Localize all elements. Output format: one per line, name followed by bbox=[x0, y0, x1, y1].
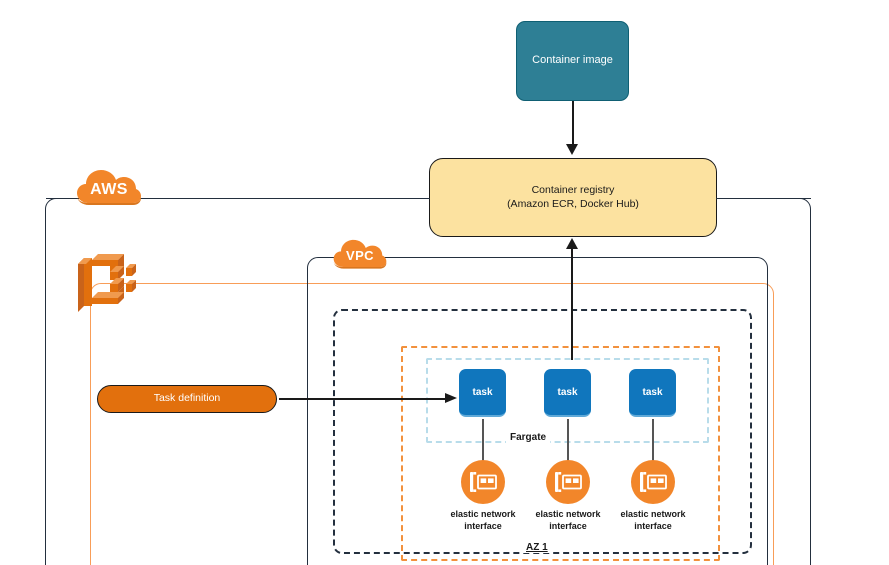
container-registry-line2: (Amazon ECR, Docker Hub) bbox=[507, 197, 639, 210]
task-label: task bbox=[472, 386, 493, 398]
availability-zone-boundary bbox=[333, 309, 752, 554]
network-interface-glyph bbox=[640, 472, 667, 492]
vpc-boundary bbox=[307, 257, 768, 565]
eni-label: elastic network interface bbox=[518, 509, 618, 532]
task-node[interactable]: task bbox=[629, 369, 676, 417]
network-interface-icon bbox=[546, 460, 590, 504]
eni-label: elastic network interface bbox=[433, 509, 533, 532]
task-to-registry-line bbox=[571, 248, 573, 360]
container-registry-node[interactable]: Container registry (Amazon ECR, Docker H… bbox=[429, 158, 717, 237]
task-definition-arrowhead bbox=[445, 393, 457, 403]
ecs-boundary bbox=[90, 283, 774, 565]
task-definition-label: Task definition bbox=[153, 392, 221, 405]
vpc-cloud-icon: VPC bbox=[332, 236, 388, 270]
network-interface-icon bbox=[631, 460, 675, 504]
eni-label-line1: elastic network bbox=[620, 509, 686, 519]
eni-label-line2: interface bbox=[549, 520, 587, 531]
task-to-eni-line bbox=[482, 419, 484, 463]
network-interface-icon bbox=[461, 460, 505, 504]
fargate-label: Fargate bbox=[506, 432, 551, 443]
vpc-label: VPC bbox=[346, 248, 374, 263]
task-to-registry-arrowhead bbox=[566, 238, 578, 249]
container-registry-line1: Container registry bbox=[531, 184, 615, 197]
elastic-network-interface-node[interactable]: elastic network interface bbox=[598, 460, 708, 532]
network-interface-glyph bbox=[470, 472, 497, 492]
container-image-node[interactable]: Container image bbox=[516, 21, 629, 101]
eni-label-line1: elastic network bbox=[450, 509, 516, 519]
image-to-registry-arrowhead bbox=[566, 144, 578, 155]
task-node[interactable]: task bbox=[544, 369, 591, 417]
eni-label-line2: interface bbox=[464, 520, 502, 531]
eni-label-line1: elastic network bbox=[535, 509, 601, 519]
aws-boundary-leader-right bbox=[716, 198, 811, 200]
container-image-label: Container image bbox=[532, 54, 613, 67]
task-node[interactable]: task bbox=[459, 369, 506, 417]
task-to-eni-line bbox=[652, 419, 654, 463]
aws-cloud-icon: AWS bbox=[75, 166, 143, 206]
aws-label: AWS bbox=[90, 180, 128, 198]
ecs-service-boundary bbox=[401, 346, 720, 561]
task-definition-arrow-line bbox=[279, 398, 447, 400]
task-definition-node[interactable]: Task definition bbox=[97, 385, 277, 413]
task-label: task bbox=[557, 386, 578, 398]
image-to-registry-line bbox=[572, 101, 574, 146]
task-label: task bbox=[642, 386, 663, 398]
elastic-network-interface-node[interactable]: elastic network interface bbox=[428, 460, 538, 532]
elastic-network-interface-node[interactable]: elastic network interface bbox=[513, 460, 623, 532]
network-interface-glyph bbox=[555, 472, 582, 492]
ecs-icon-shape bbox=[78, 254, 136, 312]
availability-zone-label: AZ 1 bbox=[522, 542, 552, 553]
eni-label-line2: interface bbox=[634, 520, 672, 531]
ecs-service-icon bbox=[72, 250, 138, 314]
eni-label: elastic network interface bbox=[603, 509, 703, 532]
aws-boundary-leader-left bbox=[46, 198, 430, 200]
task-to-eni-line bbox=[567, 419, 569, 463]
aws-cloud-shape bbox=[77, 170, 141, 205]
vpc-cloud-shape bbox=[333, 239, 387, 269]
